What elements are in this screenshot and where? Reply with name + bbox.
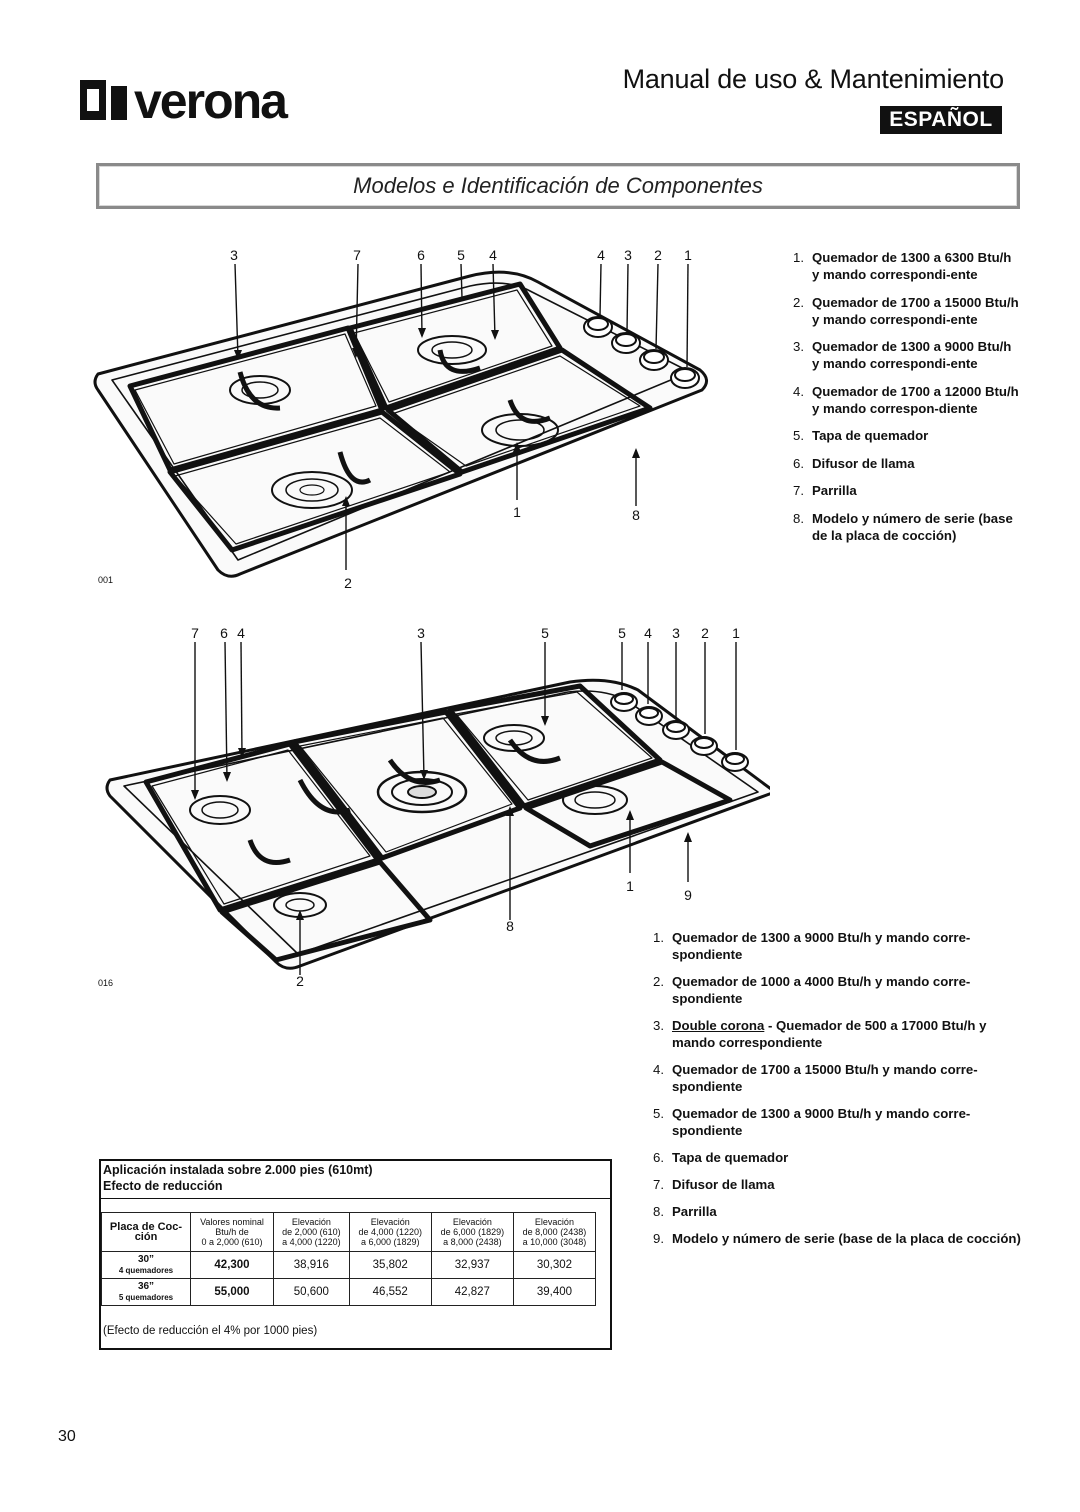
list-item: 5.Tapa de quemador (793, 428, 929, 443)
callout-label: 3 (230, 247, 238, 263)
table-cell: 38,916 (273, 1251, 350, 1279)
verona-logo: verona (80, 70, 320, 130)
language-badge: ESPAÑOL (880, 106, 1002, 134)
callout-label: 2 (654, 247, 662, 263)
divider (100, 1198, 611, 1199)
callout-label: 7 (191, 625, 199, 641)
callout-label: 2 (344, 575, 352, 591)
callout-label: 3 (417, 625, 425, 641)
callout-label: 4 (597, 247, 605, 263)
callout-label: 3 (624, 247, 632, 263)
list-item: 4.Quemador de 1700 a 15000 Btu/h y mando… (653, 1062, 978, 1094)
page-number: 30 (58, 1428, 76, 1445)
altitude-table-subtitle: Efecto de reducción (103, 1179, 223, 1193)
callout-label: 4 (237, 625, 245, 641)
brand-wordmark: verona (134, 73, 289, 129)
callout-label: 2 (701, 625, 709, 641)
callout-label: 1 (626, 878, 634, 894)
callout-label: 5 (541, 625, 549, 641)
cooktop-30-diagram: 3 7 6 5 4 4 3 2 1 2 1 8 001 (93, 247, 708, 591)
callout-label: 1 (513, 504, 521, 520)
list-item: 6.Difusor de llama (793, 455, 915, 471)
callout-label: 3 (672, 625, 680, 641)
callout-label: 1 (684, 247, 692, 263)
list-item: 9.Modelo y número de serie (base de la p… (653, 1231, 1021, 1246)
section-title-frame (96, 163, 1020, 209)
double-corona-label: Double corona (672, 1018, 765, 1033)
table-row: 30”4 quemadores 42,300 38,916 35,802 32,… (101, 1251, 597, 1279)
table-cell: 36”5 quemadores (101, 1278, 191, 1306)
table-cell: 39,400 (512, 1278, 597, 1306)
callout-label: 5 (457, 247, 465, 263)
table-row: 36”5 quemadores 55,000 50,600 46,552 42,… (101, 1278, 597, 1306)
manual-title: Manual de uso & Mantenimiento (622, 64, 1005, 94)
list-item: 4.Quemador de 1700 a 12000 Btu/h y mando… (793, 383, 1019, 416)
altitude-table-note: (Efecto de reducción el 4% por 1000 pies… (103, 1325, 318, 1337)
table-cell: 42,827 (430, 1278, 514, 1306)
figure-id: 001 (98, 575, 113, 585)
callout-label: 1 (732, 625, 740, 641)
components-list-30: 1.Quemador de 1300 a 6300 Btu/h y mando … (782, 249, 1022, 554)
table-cell: 50,600 (273, 1278, 350, 1306)
callout-label: 6 (220, 625, 228, 641)
list-item: 3.Quemador de 1300 a 9000 Btu/h y mando … (793, 339, 1012, 371)
callout-label: 8 (632, 507, 640, 523)
table-cell: 30,302 (512, 1251, 597, 1279)
list-item: 2.Quemador de 1000 a 4000 Btu/h y mando … (653, 974, 971, 1006)
list-item: 2.Quemador de 1700 a 15000 Btu/h y mando… (793, 294, 1019, 327)
list-item: 1.Quemador de 1300 a 6300 Btu/h y mando … (793, 250, 1012, 282)
callout-label: 6 (417, 247, 425, 263)
list-item: 7.Difusor de llama (653, 1177, 775, 1192)
components-list-36: 1.Quemador de 1300 a 9000 Btu/h y mando … (642, 929, 1024, 1257)
list-item: 5.Quemador de 1300 a 9000 Btu/h y mando … (653, 1106, 971, 1138)
section-title: Modelos e Identificación de Componentes (353, 173, 763, 198)
table-header-cell: Placa de Coc-ción (101, 1212, 191, 1252)
list-item: 3.Double corona - Quemador de 500 a 1700… (653, 1018, 987, 1050)
table-cell: 30”4 quemadores (101, 1251, 191, 1279)
table-cell: 32,937 (430, 1251, 514, 1279)
list-item: 6.Tapa de quemador (653, 1150, 789, 1165)
list-item: 1.Quemador de 1300 a 9000 Btu/h y mando … (653, 930, 971, 962)
figure-id: 016 (98, 978, 113, 988)
callout-label: 8 (506, 918, 514, 934)
callout-label: 9 (684, 887, 692, 903)
callout-label: 7 (353, 247, 361, 263)
table-cell: 46,552 (348, 1278, 432, 1306)
list-item: 8.Parrilla (653, 1204, 717, 1219)
table-cell: 55,000 (190, 1278, 274, 1306)
list-item: 8.Modelo y número de serie (base de la p… (793, 510, 1013, 543)
altitude-table-frame (99, 1159, 612, 1350)
cooktop-36-diagram: 7 6 4 3 5 5 4 3 2 1 2 8 1 9 016 (98, 625, 770, 989)
table-cell: 42,300 (190, 1251, 274, 1279)
table-cell: 35,802 (348, 1251, 432, 1279)
callout-label: 5 (618, 625, 626, 641)
callout-label: 2 (296, 973, 304, 989)
list-item: 7.Parrilla (793, 483, 857, 498)
altitude-table-title: Aplicación instalada sobre 2.000 pies (6… (103, 1163, 373, 1177)
callout-label: 4 (489, 247, 497, 263)
callout-label: 4 (644, 625, 652, 641)
